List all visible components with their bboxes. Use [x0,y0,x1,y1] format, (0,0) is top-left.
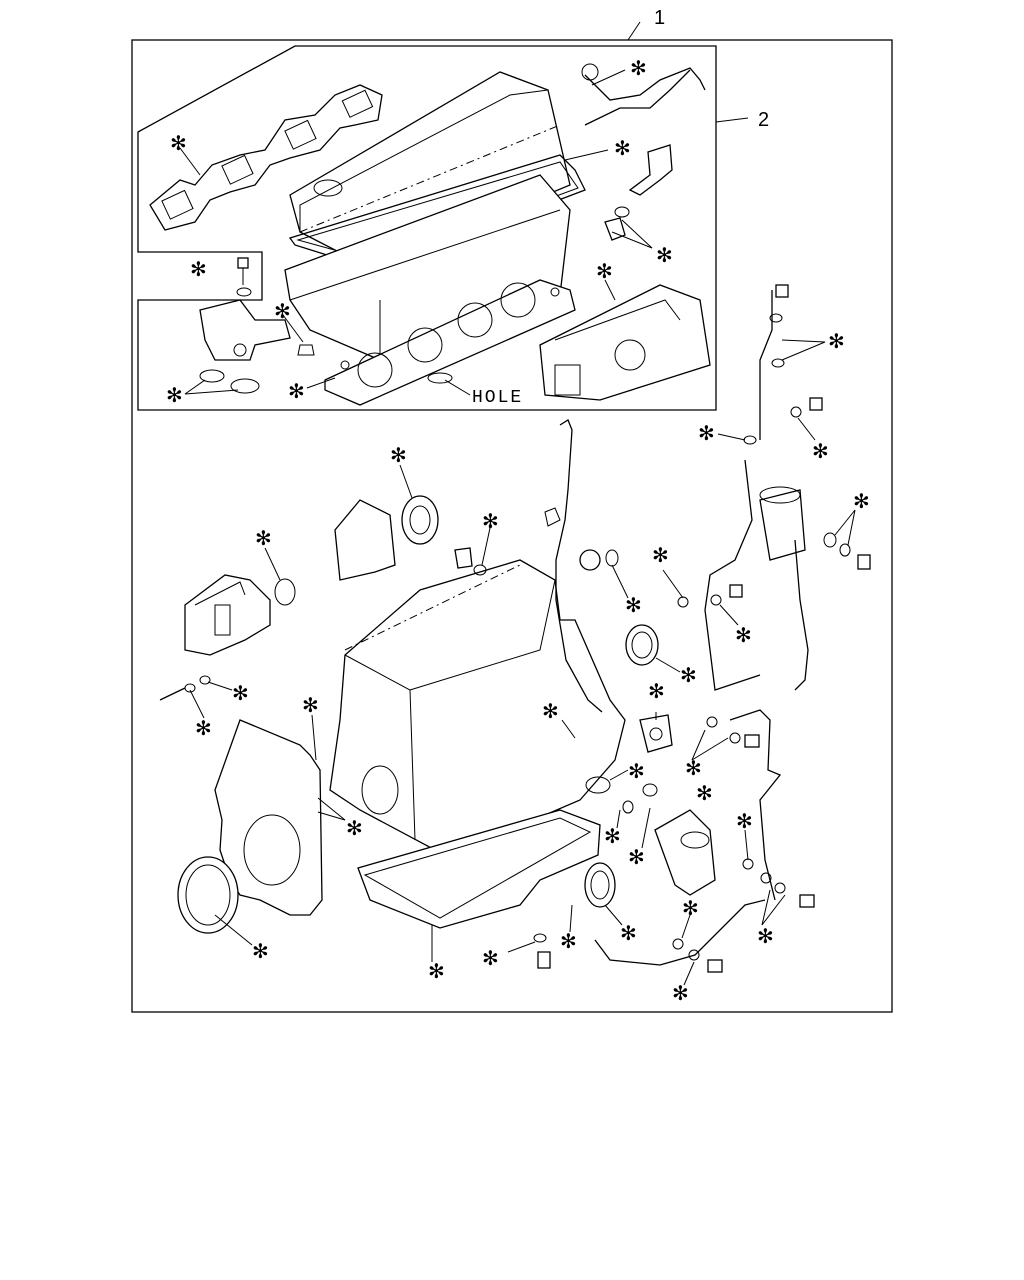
callout-2-label: 2 [758,109,769,131]
kit-marker: ✻ [652,545,669,567]
o-ring-small [230,378,260,394]
bolt-washer-set [236,257,252,297]
kit-marker: ✻ [620,923,637,945]
kit-marker: ✻ [682,898,699,920]
bolt-side [809,397,823,411]
kit-marker: ✻ [390,445,407,467]
timing-gear-cover [214,719,323,916]
kit-marker: ✻ [274,301,291,323]
kit-marker: ✻ [542,701,559,723]
bolt-lower-right [744,734,760,748]
pump-o-ring [274,578,296,606]
kit-marker: ✻ [672,983,689,1005]
fuel-line-mid [704,459,761,691]
engine-block [329,559,626,851]
kit-marker: ✻ [685,758,702,780]
fuel-filter [759,486,806,561]
kit-marker: ✻ [482,511,499,533]
kit-marker: ✻ [255,528,272,550]
kit-marker: ✻ [560,931,577,953]
kit-marker: ✻ [170,133,187,155]
exhaust-manifold-gasket [149,84,383,231]
fuel-return-line [729,709,782,901]
valve-cover [289,71,571,269]
pan-drain-washer [533,933,547,943]
kit-marker: ✻ [482,948,499,970]
oil-filler-cap [579,549,601,571]
kit-marker: ✻ [302,695,319,717]
filler-seal [605,549,619,567]
fuel-line-right [759,290,809,691]
head-gasket [324,279,576,406]
callout-1-leader [627,21,641,41]
fitting-nut [729,584,743,598]
drain-plug [454,547,473,569]
kit-marker: ✻ [252,941,269,963]
oil-pan [357,809,601,929]
dipstick-tube [555,419,603,713]
bolt-top [775,284,789,298]
kit-marker: ✻ [190,259,207,281]
kit-marker: ✻ [596,261,613,283]
kit-marker: ✻ [614,138,631,160]
kit-marker: ✻ [696,783,713,805]
pan-seal [584,862,616,908]
fuel-injector-pipe [584,67,706,126]
kit-marker: ✻ [828,331,845,353]
pump-bolt [159,687,186,701]
o-ring-small [642,783,658,797]
kit-marker: ✻ [428,961,445,983]
water-pump-gasket [401,495,439,545]
kit-marker: ✻ [812,441,829,463]
pan-drain-plug [537,951,551,969]
kit-marker: ✻ [698,423,715,445]
o-ring-small [622,800,634,814]
upper-kit-frame [137,45,717,411]
injector-seal [614,206,630,218]
bolt-bottom [707,959,723,973]
thermostat-housing [199,299,315,361]
kit-marker: ✻ [166,385,183,407]
rear-crank-seal [625,624,659,666]
o-ring-small [585,776,611,794]
kit-marker: ✻ [736,811,753,833]
kit-marker: ✻ [628,847,645,869]
injection-pump [184,574,271,656]
intake-cover [539,284,711,401]
callout-2-leader [715,117,749,123]
oil-pump-gasket [639,714,673,753]
outer-kit-frame [131,39,893,1013]
kit-marker: ✻ [757,926,774,948]
kit-marker: ✻ [346,818,363,840]
kit-marker: ✻ [604,826,621,848]
kit-markers: ✻ ✻ ✻ ✻ ✻ ✻ ✻ ✻ ✻ ✻ ✻ ✻ ✻ ✻ ✻ ✻ [166,58,870,1005]
kit-marker: ✻ [648,681,665,703]
valve-cover-gasket [288,154,586,271]
kit-marker: ✻ [628,761,645,783]
injector-nut [604,217,626,241]
kit-marker: ✻ [232,683,249,705]
kit-marker: ✻ [630,58,647,80]
front-crank-seal [177,856,239,934]
kit-marker: ✻ [195,718,212,740]
bolt-lower-right-2 [799,894,815,908]
kit-marker: ✻ [288,381,305,403]
banjo-fitting [581,63,599,81]
callout-1-label: 1 [654,7,665,29]
kit-marker: ✻ [680,665,697,687]
injector-nozzle [628,144,673,196]
hole-label: HOLE [472,388,523,408]
bolt-right [857,554,871,570]
kit-marker: ✻ [656,245,673,267]
kit-marker: ✻ [735,625,752,647]
kit-marker: ✻ [625,595,642,617]
oil-return-line [594,899,766,966]
kit-marker: ✻ [853,491,870,513]
oil-filter [654,809,716,896]
plug-washer [473,564,487,576]
o-ring-small [199,369,225,383]
water-pump [334,499,396,581]
